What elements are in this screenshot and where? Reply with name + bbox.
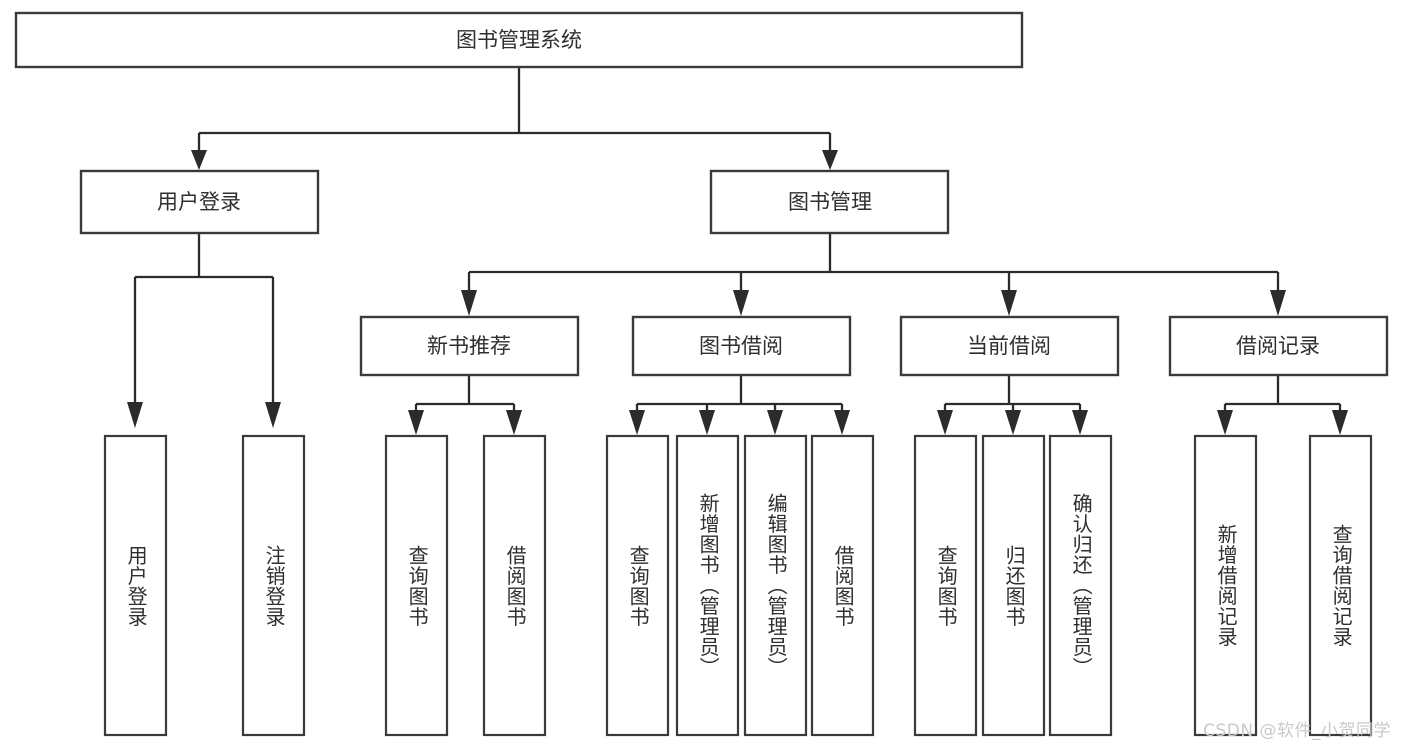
leaf-box-borrow-2[interactable] (675, 434, 740, 737)
arrow-head-record-leaf-2 (1332, 410, 1348, 435)
csdn-watermark: CSDN @软件_小贺同学 (1203, 721, 1391, 741)
leaf-box-current-3[interactable] (1048, 434, 1113, 737)
leaf-box-user-login-1[interactable] (103, 434, 168, 737)
arrow-head-current-leaf-1 (937, 410, 953, 435)
connectors-record-to-leaves (1217, 375, 1348, 435)
connectors-root-to-level2 (191, 67, 838, 170)
arrow-head-borrow-leaf-3 (767, 410, 783, 435)
connectors-new-book-to-leaves (408, 375, 522, 435)
arrow-head-newbook-leaf-1 (408, 410, 424, 435)
node-current-box[interactable] (899, 315, 1120, 377)
leaf-box-record-2[interactable] (1308, 434, 1373, 737)
leaf-box-current-2[interactable] (981, 434, 1046, 737)
node-user-login-box[interactable] (79, 169, 320, 235)
arrow-head-leaf-user-login (127, 402, 143, 428)
connectors-current-to-leaves (937, 375, 1088, 435)
node-record-box[interactable] (1168, 315, 1389, 377)
arrow-head-current-leaf-3 (1072, 410, 1088, 435)
node-book-mgmt-box[interactable] (709, 169, 950, 235)
leaf-box-new-book-2[interactable] (482, 434, 547, 737)
arrow-head-to-new-book (461, 290, 477, 316)
arrow-head-current-leaf-2 (1005, 410, 1021, 435)
node-root-box[interactable] (14, 11, 1024, 69)
leaf-box-borrow-4[interactable] (810, 434, 875, 737)
node-record-label: 借阅记录 (1236, 334, 1320, 358)
arrow-head-record-leaf-1 (1217, 410, 1233, 435)
node-root-label: 图书管理系统 (456, 28, 582, 52)
connectors-book-mgmt-to-level3 (461, 233, 1286, 316)
leaf-box-new-book-1[interactable] (384, 434, 449, 737)
leaf-box-user-login-2[interactable] (241, 434, 306, 737)
arrow-head-leaf-logout (265, 402, 281, 428)
leaf-box-borrow-3[interactable] (743, 434, 808, 737)
connectors-user-login-to-leaves (127, 233, 281, 428)
leaf-box-borrow-1[interactable] (605, 434, 670, 737)
arrow-head-to-book-mgmt (822, 150, 838, 170)
node-user-login-label: 用户登录 (157, 190, 241, 214)
arrow-head-to-current (1001, 290, 1017, 316)
arrow-head-borrow-leaf-4 (834, 410, 850, 435)
node-borrow-label: 图书借阅 (699, 334, 783, 358)
arrow-head-to-record (1270, 290, 1286, 316)
node-book-mgmt-label: 图书管理 (788, 190, 872, 214)
node-current-label: 当前借阅 (967, 334, 1051, 358)
arrow-head-newbook-leaf-2 (506, 410, 522, 435)
arrow-head-borrow-leaf-2 (699, 410, 715, 435)
leaf-box-current-1[interactable] (913, 434, 978, 737)
connectors-borrow-to-leaves (629, 375, 850, 435)
arrow-head-to-borrow (733, 290, 749, 316)
node-borrow-box[interactable] (631, 315, 852, 377)
leaf-box-record-1[interactable] (1193, 434, 1258, 737)
node-new-book-label: 新书推荐 (427, 334, 511, 358)
node-new-book-box[interactable] (359, 315, 580, 377)
arrow-head-borrow-leaf-1 (629, 410, 645, 435)
arrow-head-to-user-login (191, 150, 207, 170)
